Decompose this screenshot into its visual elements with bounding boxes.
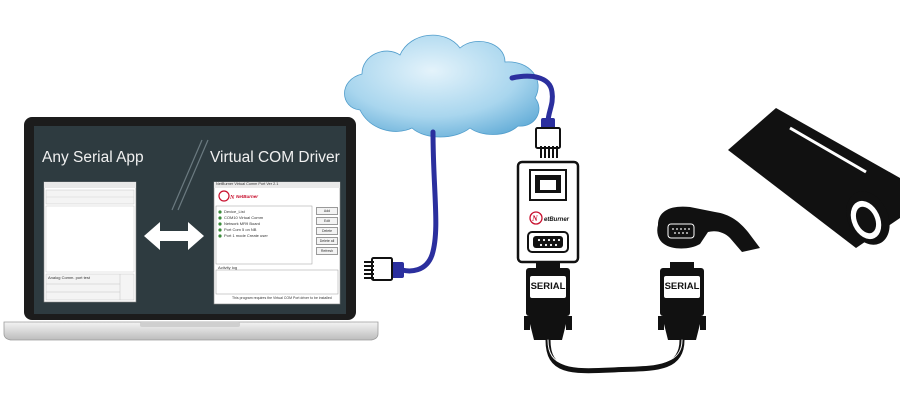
network-cable-left bbox=[399, 129, 439, 274]
network-cable-right bbox=[509, 73, 555, 125]
rj45-plug-icon bbox=[535, 118, 561, 158]
serial-app-window bbox=[43, 181, 137, 303]
serial-server-icon: N etBurner bbox=[516, 160, 580, 264]
serial-cable bbox=[545, 337, 685, 374]
svg-text:N: N bbox=[229, 195, 235, 201]
right-serial-label: SERIAL bbox=[664, 281, 700, 292]
virtual-com-driver-title: Virtual COM Driver bbox=[210, 149, 340, 166]
activity-log-label: Activity log bbox=[218, 265, 238, 270]
serial-app-title: Any Serial App bbox=[42, 149, 144, 166]
serial-app-status-text: Analog Comm. port test bbox=[48, 275, 91, 280]
bidirectional-arrow-icon bbox=[144, 222, 204, 250]
device-list-item[interactable]: Port Com 5 on NB bbox=[224, 227, 257, 232]
device-list-item[interactable]: COM10 Virtual Comm bbox=[224, 215, 264, 220]
db9-connector-icon bbox=[524, 262, 572, 340]
left-serial-label: SERIAL bbox=[530, 281, 566, 292]
edit-button[interactable]: Edit bbox=[316, 217, 338, 225]
delete-button[interactable]: Delete bbox=[316, 227, 338, 235]
device-list-item[interactable]: Port 1 mode Create user bbox=[224, 233, 268, 238]
security-camera-icon bbox=[657, 108, 900, 252]
rj45-plug-icon bbox=[364, 257, 404, 281]
svg-text:N: N bbox=[531, 214, 539, 223]
driver-brand: NetBurner bbox=[236, 194, 259, 199]
driver-footer-text: This program requires the Virtual COM Po… bbox=[232, 296, 332, 300]
refresh-button[interactable]: Refresh bbox=[316, 247, 338, 255]
svg-text:etBurner: etBurner bbox=[544, 217, 570, 223]
driver-window-title: NetBurner Virtual Comm Port Ver 2.1 bbox=[216, 182, 279, 186]
device-list-item[interactable]: Network MR9 Board bbox=[224, 221, 261, 226]
db9-connector-icon bbox=[658, 262, 706, 340]
cloud-icon bbox=[344, 34, 540, 138]
device-list-item[interactable]: Device_List bbox=[224, 209, 245, 214]
add-button[interactable]: Add bbox=[316, 207, 338, 215]
delete-all-button[interactable]: Delete all bbox=[316, 237, 338, 245]
